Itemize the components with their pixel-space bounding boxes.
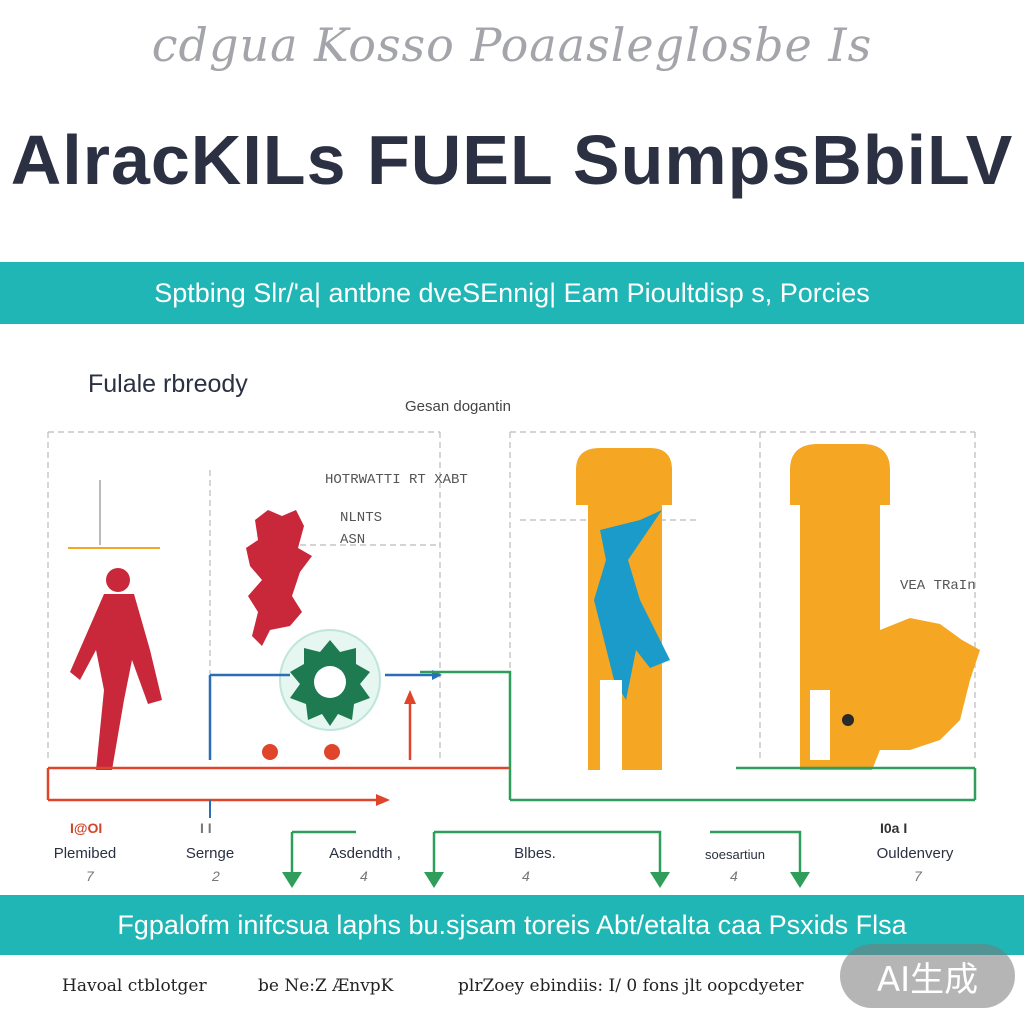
main-title: AlracKILs FUEL SumpsBbiLV (10, 121, 1014, 199)
step-code: I0a I (880, 820, 908, 836)
red-dot-left (262, 744, 278, 760)
bottom-banner-text: Fgpalofm inifcsua laphs bu.sjsam toreis … (117, 909, 907, 940)
step-number: 4 (360, 868, 368, 884)
footer-item: plrZoey ebindiis: I/ 0 fons jlt oopcdyet… (458, 976, 804, 996)
step-label: soesartiun (705, 847, 765, 862)
bottom-banner: Fgpalofm inifcsua laphs bu.sjsam toreis … (0, 895, 1024, 955)
fuel-tank-right-icon (790, 444, 980, 770)
diagram-small-label: HOTRWATTI RT XABT (325, 472, 468, 488)
top-banner-text: Sptbing Slr/'a| antbne dveSEnnig| Eam Pi… (154, 277, 870, 308)
step-label: Blbes. (514, 845, 556, 862)
decorative-script-title: cdgua Kosso Poaasleglosbe Is (151, 18, 873, 72)
step-code: I I (200, 820, 212, 836)
red-dot-right (324, 744, 340, 760)
step-code: I@OI (70, 820, 103, 836)
diagram-small-label: NLNTS (340, 510, 383, 526)
step-label: Ouldenvery (876, 845, 954, 862)
center-label: Gesan dogantin (405, 398, 511, 415)
top-banner: Sptbing Slr/'a| antbne dveSEnnig| Eam Pi… (0, 262, 1024, 324)
fuel-tank-left-icon (576, 448, 672, 770)
footer-item: Havoal ctblotger (62, 976, 207, 996)
worker-figure-icon (246, 510, 312, 646)
footer-item: be Ne:Z ÆnvpK (258, 976, 394, 996)
step-label: Sernge (185, 845, 235, 862)
gear-hole (314, 666, 346, 698)
step-label: Plemibed (53, 845, 117, 862)
green-connector (420, 670, 512, 690)
ai-generated-badge: AI生成 (840, 944, 1015, 1008)
step-number: 4 (730, 868, 738, 884)
step-number: 2 (212, 868, 220, 884)
step-number: 7 (914, 868, 922, 884)
step-label: Asdendth , (329, 845, 401, 862)
step-number: 4 (522, 868, 530, 884)
diagram-small-label: ASN (340, 532, 366, 548)
walking-person-icon (70, 568, 162, 770)
step-number: 7 (86, 868, 94, 884)
diagram-small-label: VEA TRaIn (900, 578, 976, 594)
section-label: Fulale rbreody (88, 370, 248, 398)
